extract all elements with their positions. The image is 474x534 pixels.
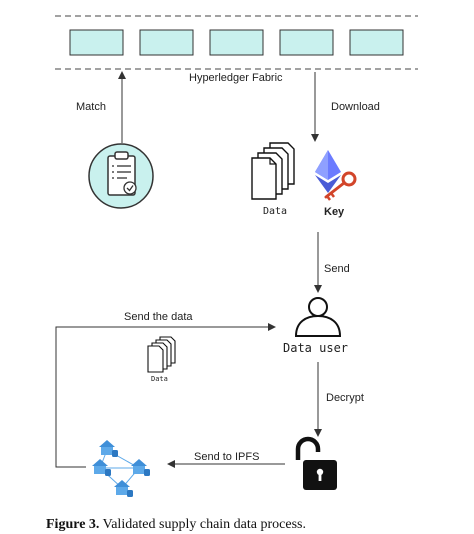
send-the-data-arrow <box>55 323 276 468</box>
small-data-label: Data <box>151 375 168 383</box>
decrypt-label: Decrypt <box>326 392 364 404</box>
ipfs-network-icon <box>92 440 150 497</box>
hyperledger-fabric-label: Hyperledger Fabric <box>189 72 283 84</box>
ledger-block <box>139 29 194 56</box>
download-label: Download <box>331 101 380 113</box>
send-to-ipfs-label: Send to IPFS <box>194 451 260 463</box>
match-label: Match <box>76 101 106 113</box>
user-icon <box>294 297 342 337</box>
data-documents-icon <box>251 142 295 200</box>
ledger-block <box>349 29 404 56</box>
ipfs-node <box>131 459 150 476</box>
ipfs-node <box>92 459 111 476</box>
small-data-documents-icon <box>147 336 176 373</box>
send-the-data-label: Send the data <box>124 311 193 323</box>
data-user-label: Data user <box>283 341 349 355</box>
figure-caption-text: Validated supply chain data process. <box>102 517 306 532</box>
unlock-icon <box>295 436 337 490</box>
key-label: Key <box>324 206 345 218</box>
ledger-block <box>69 29 124 56</box>
clipboard-checklist-icon <box>88 143 154 209</box>
ledger-blocks <box>69 29 404 56</box>
ipfs-node <box>99 440 118 457</box>
ledger-block <box>279 29 334 56</box>
figure-caption: Figure 3. Validated supply chain data pr… <box>46 517 306 533</box>
ledger-block <box>209 29 264 56</box>
figure-caption-prefix: Figure 3. <box>46 517 100 532</box>
data-label: Data <box>263 206 288 217</box>
ipfs-node <box>114 480 133 497</box>
send-label: Send <box>324 263 350 275</box>
ethereum-key-icon <box>315 150 357 201</box>
